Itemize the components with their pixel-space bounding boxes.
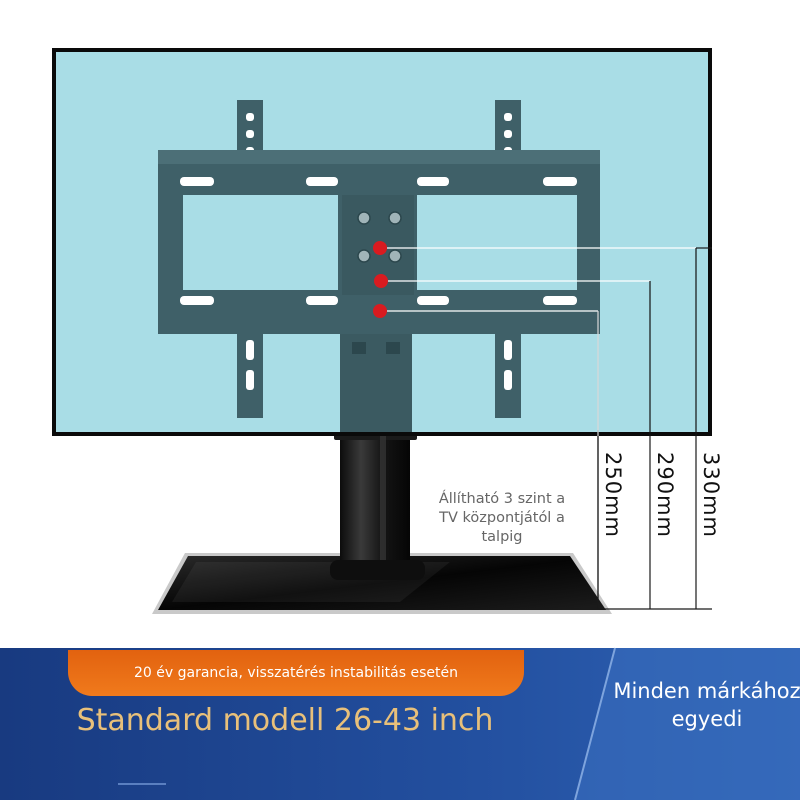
measurement-290: 290mm [653,452,677,538]
warranty-badge: 20 év garancia, visszatérés instabilitás… [68,650,524,696]
model-title: Standard modell 26-43 inch [76,703,494,738]
pin-250 [373,304,387,318]
warranty-text: 20 év garancia, visszatérés instabilitás… [134,665,458,681]
pin-290 [374,274,388,288]
bracket-screws [357,211,402,263]
mount-bracket [158,100,600,432]
brand-note: Minden márkához egyedi [613,679,800,731]
pin-330 [373,241,387,255]
measurement-250: 250mm [601,452,625,538]
dimension-lines [387,247,712,610]
adjust-caption: Állítható 3 szint a TV központjától a ta… [438,491,566,545]
height-pins [373,241,388,318]
measurement-330: 330mm [699,452,723,538]
